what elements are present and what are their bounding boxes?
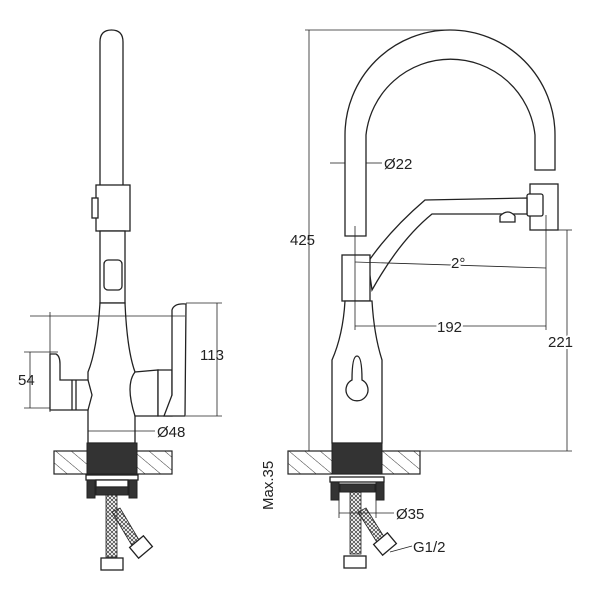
side-mount-shank [331,442,383,475]
front-mount-shank [86,442,138,475]
side-aerator [499,211,516,223]
dim-48-label: Ø48 [157,424,185,441]
dim-192-label: 192 [437,319,462,336]
dim-54-label: 54 [18,372,35,389]
left-valve-handle [49,353,93,411]
side-swivel-spout [367,197,528,292]
side-spray-button [526,193,544,217]
front-stud-right [128,479,138,499]
side-stud-left [330,481,340,501]
right-lever-handle [129,369,159,417]
front-hex-nut-1 [100,557,124,571]
side-view: 425 Ø22 2° 192 221 Max.35 Ø35 G1/2 [260,29,575,569]
side-stud-right [375,481,385,501]
front-spout-collar [95,184,131,232]
side-nut [339,483,376,493]
dim-425-label: 425 [290,232,315,249]
side-hex-nut-2 [372,531,398,557]
dim-22-label: Ø22 [384,156,412,173]
front-nut [95,479,129,488]
front-spout-slot [103,259,123,291]
side-gooseneck-spout [344,29,556,237]
dim-221-label: 221 [548,334,573,351]
front-nut-lower [95,486,129,496]
dim-max35-label: Max.35 [260,461,277,510]
leader-g12 [389,545,413,553]
right-lever-blade [163,303,187,417]
side-washer [329,476,385,483]
dim-line-angle [354,261,547,269]
dim-113-label: 113 [200,347,224,364]
front-hose-1 [105,494,118,558]
front-stud-left [86,479,96,499]
front-hex-nut-2 [128,534,154,560]
side-handle-keyhole [345,355,369,402]
front-washer [85,474,139,481]
thread-g12-label: G1/2 [413,539,446,556]
side-hose-1 [349,491,362,555]
front-spout-tube [99,29,124,191]
dim-angle-label: 2° [451,255,465,272]
dim-35-label: Ø35 [396,506,424,523]
front-body [87,302,136,444]
front-view: 54 113 Ø48 [18,29,224,571]
side-hex-nut-1 [343,555,367,569]
front-collar-knob [91,197,99,219]
